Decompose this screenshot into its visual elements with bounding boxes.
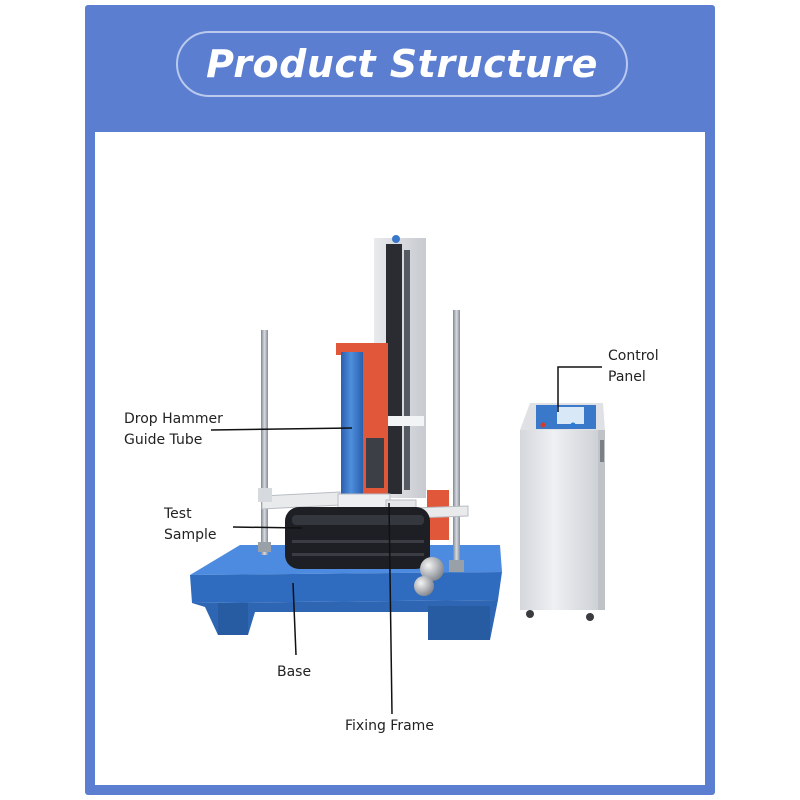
test-sample-leader-line	[232, 526, 303, 529]
control-panel-leader-line	[557, 366, 602, 412]
steel-ball	[414, 576, 434, 596]
label-line: Control	[608, 348, 659, 364]
title-pill: Product Structure	[176, 31, 628, 97]
label-control-panel: Control Panel	[608, 346, 659, 388]
test-sample-suitcase	[285, 507, 430, 569]
page-title: Product Structure	[206, 42, 598, 86]
control-cabinet	[520, 403, 605, 621]
label-fixing-frame: Fixing Frame	[345, 718, 434, 734]
hammer-bracket	[336, 343, 449, 540]
label-line: Drop Hammer	[124, 411, 223, 427]
label-line: Panel	[608, 369, 646, 385]
fixing-frame-leader-line	[388, 502, 393, 715]
left-rod-foot	[258, 542, 271, 552]
label-test-sample: Test Sample	[164, 504, 217, 546]
label-base: Base	[277, 664, 312, 680]
right-guide-rod	[453, 310, 460, 572]
base-leader-line	[292, 582, 297, 656]
label-line: Guide Tube	[124, 432, 203, 448]
guide-tube-leader-line	[210, 427, 353, 431]
label-line: Test	[164, 506, 192, 522]
label-drop-hammer-guide-tube: Drop Hammer Guide Tube	[124, 409, 223, 451]
steel-ball	[420, 557, 444, 581]
left-guide-rod	[261, 330, 268, 555]
drop-hammer-guide-tube	[341, 352, 363, 500]
label-line: Sample	[164, 527, 217, 543]
right-rod-foot	[449, 560, 464, 572]
